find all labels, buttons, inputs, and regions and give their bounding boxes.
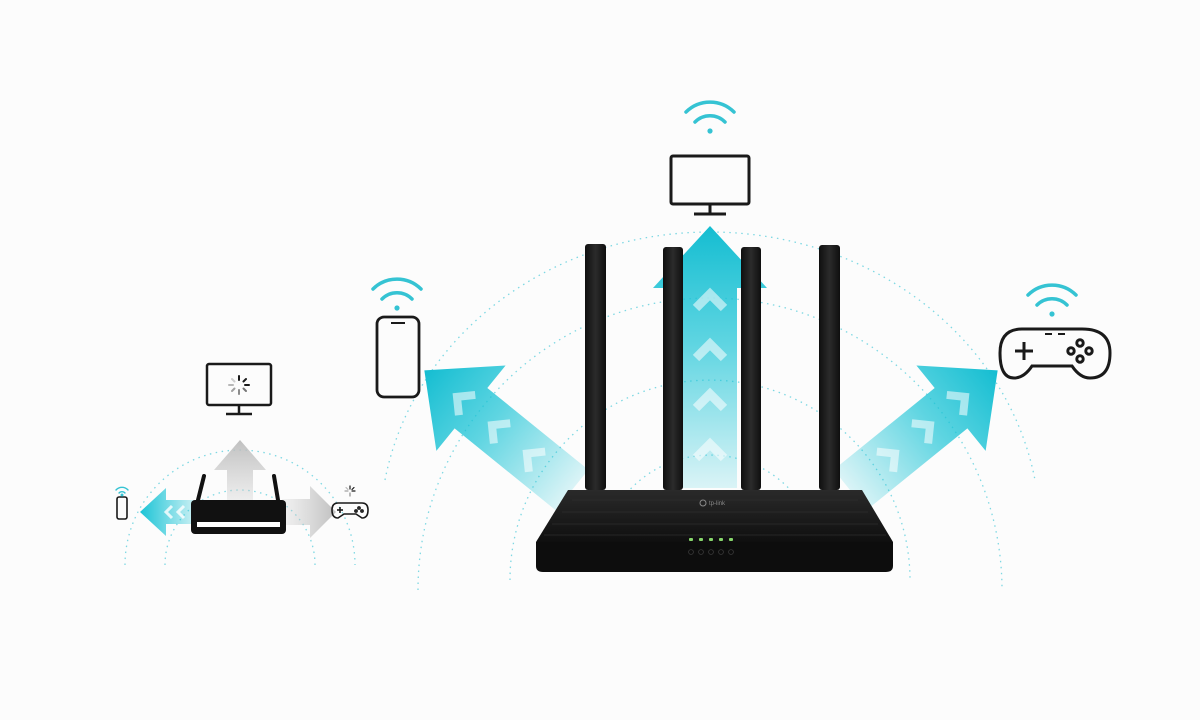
- left-gamepad-icon: [331, 502, 369, 519]
- loading-spinner-icon: [228, 375, 250, 395]
- tp-link-router: tp-link: [536, 490, 893, 572]
- led-5: [729, 538, 733, 541]
- right-ring-4: [384, 231, 1036, 481]
- gamepad-wifi-icon: [1026, 283, 1078, 317]
- beam-up-left: [424, 365, 589, 511]
- led-1: [689, 538, 693, 541]
- left-gamepad-spinner-icon: [344, 485, 356, 497]
- beam-up: [653, 226, 767, 488]
- phone-wifi-icon: [371, 277, 423, 311]
- antenna-2: [663, 247, 683, 490]
- antenna-3: [741, 247, 761, 490]
- left-phone-icon: [116, 496, 128, 520]
- top-monitor-icon: [669, 154, 751, 216]
- led-4: [719, 538, 723, 541]
- beam-up-right: [833, 365, 998, 511]
- router-antennas: [585, 244, 840, 490]
- antenna-1: [585, 244, 606, 490]
- phone-icon: [375, 315, 421, 399]
- gamepad-icon: [998, 327, 1112, 380]
- left-monitor-icon: [205, 362, 273, 416]
- top-wifi-icon: [684, 100, 736, 134]
- antenna-4: [819, 245, 840, 490]
- led-3: [709, 538, 713, 541]
- left-wifi-icon: [115, 486, 129, 497]
- brand-logo: tp-link: [699, 499, 726, 507]
- led-2: [699, 538, 703, 541]
- left-old-router-scene: [115, 362, 369, 566]
- svg-text:tp-link: tp-link: [709, 501, 726, 507]
- left-grey-beam-up: [214, 440, 266, 508]
- status-leds: [689, 538, 733, 541]
- left-grey-beam-right: [282, 486, 336, 538]
- right-new-router-scene: tp-link: [371, 100, 1112, 591]
- old-router-icon: [191, 474, 286, 534]
- left-cyan-beam-left: [140, 488, 196, 536]
